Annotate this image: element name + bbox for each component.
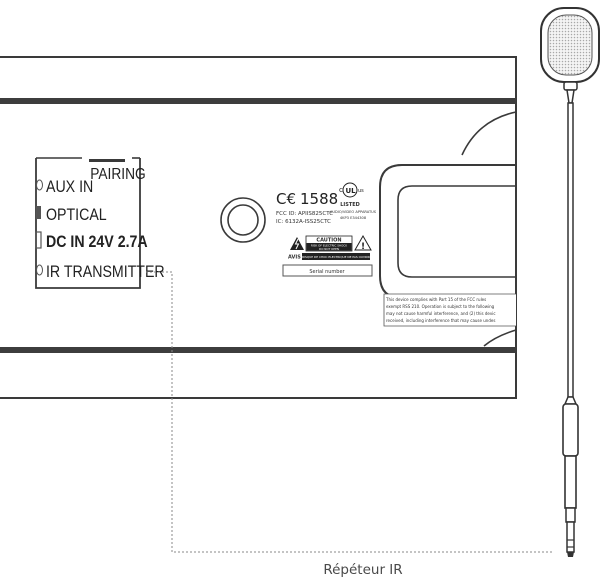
svg-text:exempt RSS 210. Operation is s: exempt RSS 210. Operation is subject to …	[386, 304, 495, 309]
cert-number: 1588	[300, 190, 338, 208]
dc-in-label: DC IN 24V 2.7A	[46, 233, 148, 251]
ir-repeater-callout: Répéteur IR	[323, 562, 402, 578]
pairing-button[interactable]	[89, 159, 125, 162]
ce-mark: C€	[276, 190, 296, 208]
optical-port[interactable]	[36, 206, 41, 219]
regulatory-label: C€ 1588 FCC ID: APIIS825CTC IC: 6132A-IS…	[276, 182, 377, 277]
mounting-screw	[220, 197, 266, 243]
svg-text:c: c	[339, 186, 343, 194]
ul-audio: AUDIO/VIDEO APPARATUS	[330, 210, 377, 214]
caution-title: CAUTION	[316, 238, 341, 244]
svg-text:received, including interferen: received, including interference that ma…	[386, 318, 495, 323]
avis-text: RISQUE DE CHOC ELECTRIQUE NE PAS OUVRIR	[302, 255, 370, 259]
svg-text:This device complies with Part: This device complies with Part 15 of the…	[385, 297, 486, 302]
optical-label: OPTICAL	[46, 206, 107, 224]
fcc-notice: This device complies with Part 15 of the…	[383, 293, 516, 327]
ic-id: IC: 6132A-ISS25CTC	[276, 219, 331, 225]
svg-text:RISK OF ELECTRIC SHOCK: RISK OF ELECTRIC SHOCK	[311, 244, 347, 248]
plug-housing	[562, 403, 579, 457]
svg-text:DO NOT OPEN: DO NOT OPEN	[319, 247, 339, 251]
ir-repeater	[540, 7, 600, 557]
svg-text:may not cause harmful interfer: may not cause harmful interference, and …	[386, 311, 496, 316]
svg-text:us: us	[358, 188, 364, 194]
svg-text:UL: UL	[346, 187, 357, 195]
ul-code: 4KP3 E344308	[340, 216, 367, 220]
ir-repeater-cable	[567, 102, 574, 398]
dc-in-port[interactable]	[35, 231, 42, 249]
aux-in-label: AUX IN	[46, 178, 93, 196]
connector-panel: PAIRING AUX IN OPTICAL DC IN 24V 2.7A IR…	[35, 157, 165, 289]
avis-label: AVIS	[288, 255, 301, 261]
serial-number-box	[282, 264, 373, 277]
ir-transmitter-jack[interactable]	[36, 264, 43, 276]
pairing-label: PAIRING	[90, 165, 146, 183]
aux-in-jack[interactable]	[36, 179, 43, 191]
serial-number-label: Serial number	[309, 269, 345, 275]
ul-listed: LISTED	[340, 202, 360, 208]
ir-transmitter-label: IR TRANSMITTER	[46, 263, 165, 281]
svg-text:!: !	[361, 242, 365, 252]
ul-mark: c UL us LISTED AUDIO/VIDEO APPARATUS 4KP…	[330, 182, 377, 220]
ir-sensor-mesh-icon	[547, 14, 593, 76]
fcc-id: FCC ID: APIIS825CTC	[276, 211, 333, 217]
connection-leader-line	[146, 271, 552, 553]
caution-label: CAUTION RISK OF ELECTRIC SHOCK DO NOT OP…	[288, 234, 372, 261]
